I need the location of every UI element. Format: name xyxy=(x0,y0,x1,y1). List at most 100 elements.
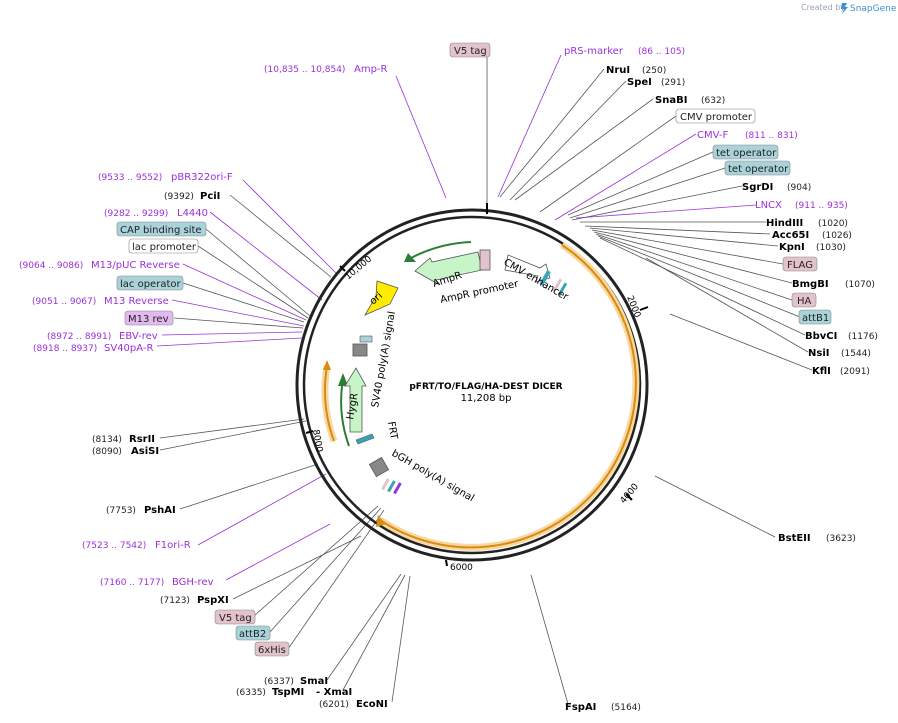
plasmid-length: 11,208 bp xyxy=(461,393,512,404)
site-pspxi: PspXI xyxy=(197,595,229,606)
label-f1ori-r: F1ori-R xyxy=(155,540,191,551)
svg-text:(250): (250) xyxy=(642,66,666,76)
label-ha: HA xyxy=(797,296,812,307)
site-sgrdi: SgrDI xyxy=(742,182,773,193)
svg-text:(8134): (8134) xyxy=(92,435,122,445)
label-prs-marker: pRS-marker xyxy=(564,46,624,57)
label-cap-binding-site: CAP binding site xyxy=(120,225,202,236)
site-kfli: KflI xyxy=(812,366,831,377)
label-tet-operator-2: tet operator xyxy=(728,164,789,175)
tick-6000: 6000 xyxy=(450,563,473,573)
svg-text:(291): (291) xyxy=(661,78,685,88)
leader-lines xyxy=(156,54,813,705)
site-xmai: - XmaI xyxy=(316,687,352,698)
label-lac-operator: lac operator xyxy=(120,279,181,290)
backbone xyxy=(295,208,649,562)
svg-text:(9392): (9392) xyxy=(164,192,194,202)
svg-text:(7523 .. 7542): (7523 .. 7542) xyxy=(82,541,146,551)
svg-text:(1026): (1026) xyxy=(822,231,852,241)
tick-10000: 10,000 xyxy=(344,254,375,282)
label-m13-puc-reverse: M13/pUC Reverse xyxy=(91,260,180,271)
feature-frt: FRT xyxy=(385,421,399,442)
site-nsii: NsiI xyxy=(808,348,829,359)
label-m13-rev: M13 rev xyxy=(128,314,169,325)
svg-text:(911 .. 935): (911 .. 935) xyxy=(795,201,848,211)
label-lac-promoter: lac promoter xyxy=(132,242,197,253)
inner-arrows xyxy=(338,241,472,447)
feature-bgh-polya: bGH poly(A) signal xyxy=(390,448,476,504)
svg-text:(904): (904) xyxy=(787,183,811,193)
site-spei: SpeI xyxy=(627,77,652,88)
plasmid-title: pFRT/TO/FLAG/HA-DEST DICER xyxy=(409,382,562,392)
svg-text:(6337): (6337) xyxy=(264,677,294,687)
svg-text:(86 .. 105): (86 .. 105) xyxy=(638,47,685,57)
label-v5-tag-top: V5 tag xyxy=(454,46,487,57)
site-nrui: NruI xyxy=(606,65,630,76)
site-bsteii: BstEII xyxy=(778,533,811,544)
svg-text:(811 .. 831): (811 .. 831) xyxy=(745,131,798,141)
label-m13-reverse: M13 Reverse xyxy=(104,296,169,307)
label-cmv-f: CMV-F xyxy=(697,130,728,141)
svg-text:(3623): (3623) xyxy=(826,534,856,544)
site-smai: SmaI xyxy=(300,676,328,687)
label-cmv-promoter: CMV promoter xyxy=(680,112,753,123)
label-attb1: attB1 xyxy=(802,313,829,324)
feature-blocks xyxy=(344,249,568,495)
svg-text:(7123): (7123) xyxy=(160,596,190,606)
site-rsrii: RsrII xyxy=(129,434,155,445)
tick-4000: 4000 xyxy=(619,482,642,506)
tick-8000: 8000 xyxy=(310,429,324,454)
svg-text:(1030): (1030) xyxy=(816,243,846,253)
site-asisi: AsiSI xyxy=(131,446,159,457)
label-attb2: attB2 xyxy=(239,629,266,640)
label-ebv-rev: EBV-rev xyxy=(119,331,158,342)
credit-prefix: Created by xyxy=(801,3,845,12)
site-bmgbi: BmgBI xyxy=(792,279,829,290)
tick-2000: 2000 xyxy=(624,294,642,319)
arc-arrow-icon xyxy=(376,515,386,527)
site-pshai: PshAI xyxy=(144,505,176,516)
credit-app: SnapGene xyxy=(850,4,897,14)
site-econi: EcoNI xyxy=(356,699,388,710)
site-kpni: KpnI xyxy=(779,242,805,253)
svg-text:(1176): (1176) xyxy=(848,332,878,342)
label-v5-tag-bottom: V5 tag xyxy=(219,613,252,624)
ori-arrow xyxy=(364,280,399,316)
label-6xhis: 6xHis xyxy=(258,645,286,656)
svg-text:(9051 .. 9067): (9051 .. 9067) xyxy=(32,297,96,307)
feature-hygr: HygR xyxy=(345,392,360,420)
label-lncx: LNCX xyxy=(755,200,782,211)
label-bgh-rev: BGH-rev xyxy=(172,577,214,588)
label-pbr322ori-f: pBR322ori-F xyxy=(171,172,233,183)
svg-text:(9282 .. 9299): (9282 .. 9299) xyxy=(104,209,168,219)
label-amp-r: Amp-R xyxy=(354,64,388,75)
site-pcii: PciI xyxy=(200,191,220,202)
ampr-promoter-block xyxy=(479,249,491,271)
snapgene-logo-icon xyxy=(841,3,848,14)
label-sv40pa-r: SV40pA-R xyxy=(104,343,153,354)
svg-text:(1544): (1544) xyxy=(841,349,871,359)
svg-text:(8972 .. 8991): (8972 .. 8991) xyxy=(47,332,111,342)
svg-text:(7160 .. 7177): (7160 .. 7177) xyxy=(100,578,164,588)
hygr-arrow xyxy=(344,367,367,433)
site-acc65i: Acc65I xyxy=(772,230,809,241)
site-snabi: SnaBI xyxy=(655,95,687,106)
svg-text:(1020): (1020) xyxy=(818,219,848,229)
svg-text:(2091): (2091) xyxy=(840,367,870,377)
orf-arcs xyxy=(321,242,640,551)
site-bbvci: BbvCI xyxy=(805,331,837,342)
svg-text:(9064 .. 9086): (9064 .. 9086) xyxy=(19,261,83,271)
svg-text:(1070): (1070) xyxy=(845,280,875,290)
label-flag: FLAG xyxy=(787,260,813,271)
feature-sv40-polya: SV40 poly(A) signal xyxy=(370,310,398,408)
svg-text:(10,835 .. 10,854): (10,835 .. 10,854) xyxy=(264,65,345,75)
svg-text:(632): (632) xyxy=(701,96,725,106)
site-tspmi: TspMI xyxy=(272,687,304,698)
svg-text:(6201): (6201) xyxy=(319,700,349,710)
label-tet-operator-1: tet operator xyxy=(716,148,777,159)
site-hindiii: HindIII xyxy=(766,218,803,229)
svg-text:(6335): (6335) xyxy=(236,688,266,698)
svg-text:(8918 .. 8937): (8918 .. 8937) xyxy=(33,344,97,354)
svg-text:(8090): (8090) xyxy=(92,447,122,457)
